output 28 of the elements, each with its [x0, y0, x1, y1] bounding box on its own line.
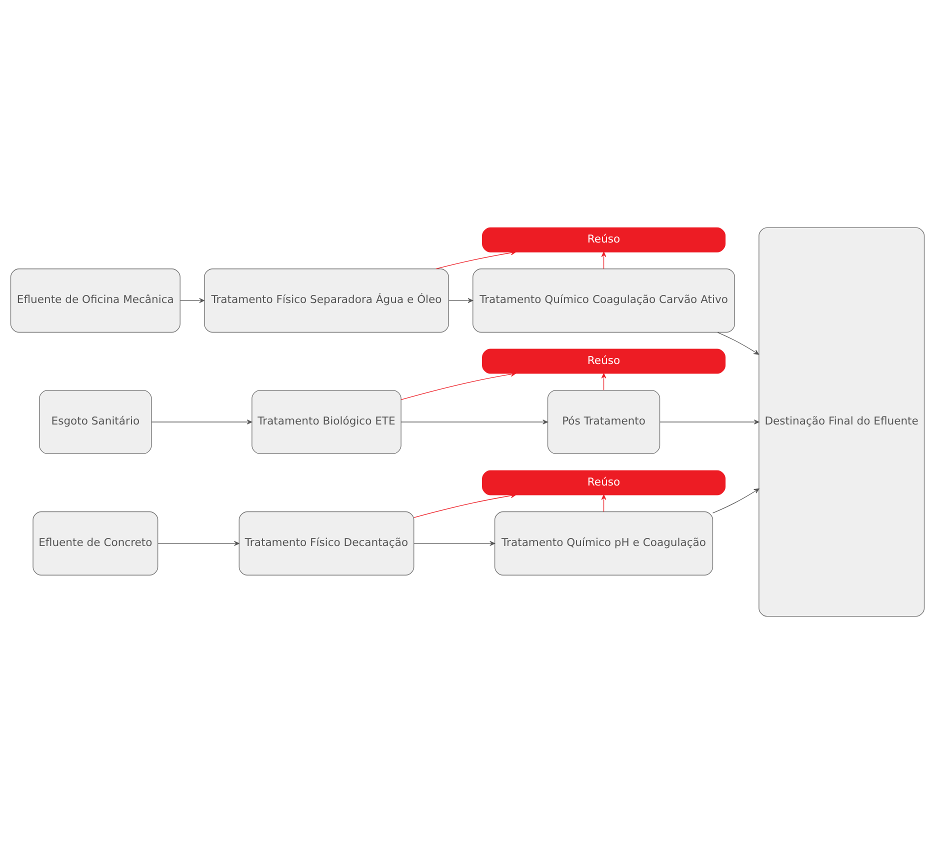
arrow	[400, 372, 516, 400]
node-box: Tratamento Químico Coagulação Carvão Ativo	[472, 268, 735, 333]
arrow	[601, 373, 606, 391]
node-box: Tratamento Biológico ETE	[252, 390, 402, 454]
arrow	[436, 250, 516, 270]
arrow	[712, 488, 760, 514]
node-box: Reúso	[482, 348, 726, 374]
node-box: Destinação Final do Efluente	[758, 227, 925, 617]
node-box: Tratamento Físico Decantação	[238, 511, 414, 576]
arrow	[601, 252, 606, 270]
arrow	[717, 332, 760, 355]
arrow	[180, 298, 205, 304]
node-box: Tratamento Químico pH e Coagulação	[494, 511, 714, 576]
arrow	[601, 494, 606, 512]
arrow	[414, 493, 516, 518]
node-box: Reúso	[482, 470, 726, 496]
arrow	[158, 540, 240, 546]
node-box: Efluente de Oficina Mecânica	[10, 268, 180, 333]
node-box: Pós Tratamento	[547, 390, 660, 454]
arrow	[151, 420, 252, 424]
arrow	[660, 420, 760, 424]
node-box: Tratamento Físico Separadora Água e Óleo	[204, 268, 449, 333]
arrow	[448, 298, 474, 304]
node-box: Esgoto Sanitário	[39, 390, 152, 454]
arrow	[414, 540, 495, 546]
node-box: Reúso	[482, 227, 726, 252]
arrow	[400, 420, 548, 424]
node-box: Efluente de Concreto	[32, 511, 158, 576]
